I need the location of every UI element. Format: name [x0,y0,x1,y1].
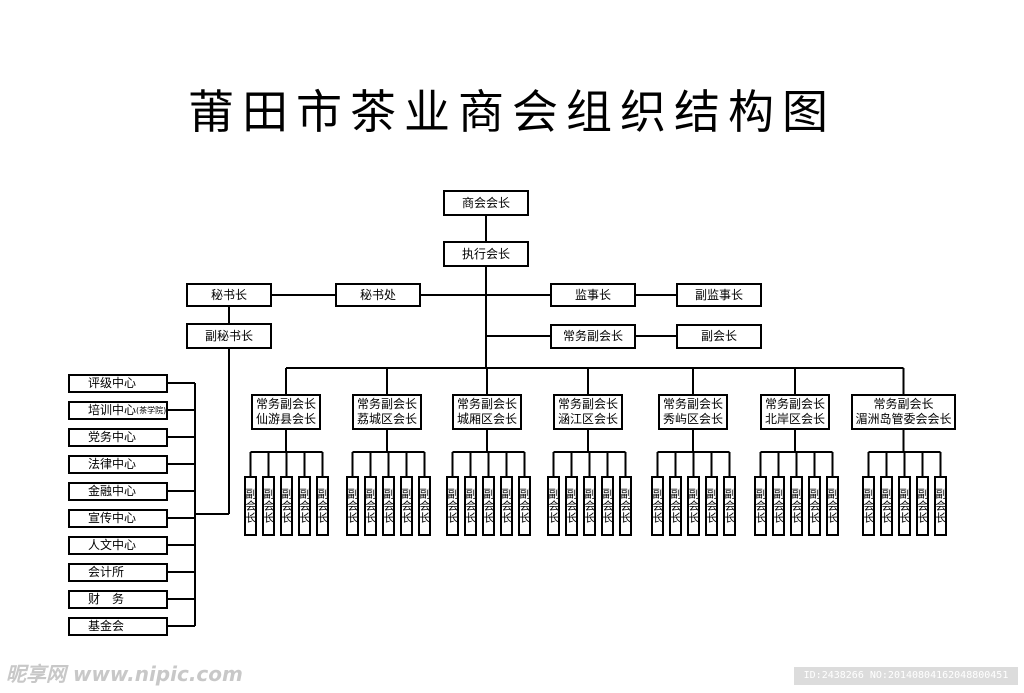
sub-vice-president-box: 副会长 [826,476,839,536]
center-box: 财 务 [68,590,168,609]
center-label: 财 务 [88,592,125,606]
center-label: 评级中心 [88,376,137,390]
center-box: 宣传中心 [68,509,168,528]
district-line2: 秀屿区会长 [662,412,723,426]
district-line2: 城厢区会长 [456,412,517,426]
sub-vice-president-box: 副会长 [808,476,821,536]
center-box: 党务中心 [68,428,168,447]
sub-vice-president-box: 副会长 [346,476,359,536]
district-line2: 涵江区会长 [557,412,618,426]
sub-vice-president-box: 副会长 [898,476,911,536]
sub-vice-president-box: 副会长 [687,476,700,536]
center-box: 人文中心 [68,536,168,555]
district-box: 常务副会长涵江区会长 [553,394,623,430]
district-box: 常务副会长北岸区会长 [760,394,830,430]
sub-vice-president-box: 副会长 [705,476,718,536]
sub-vice-president-box: 副会长 [446,476,459,536]
district-line2: 仙游县会长 [255,412,316,426]
sub-vice-president-box: 副会长 [547,476,560,536]
district-box: 常务副会长城厢区会长 [452,394,522,430]
district-line1: 常务副会长 [255,397,316,411]
sub-vice-president-box: 副会长 [916,476,929,536]
watermark-logo: 昵享网 www.nipic.com [6,662,243,686]
district-line2: 北岸区会长 [764,412,825,426]
sub-vice-president-box: 副会长 [364,476,377,536]
sub-vice-president-box: 副会长 [619,476,632,536]
deputy-secretary-general-box: 副秘书长 [186,323,272,349]
sub-vice-president-box: 副会长 [298,476,311,536]
center-box: 评级中心 [68,374,168,393]
district-line1: 常务副会长 [662,397,723,411]
district-box: 常务副会长荔城区会长 [352,394,422,430]
center-label: 培训中心 [88,403,137,417]
center-label: 金融中心 [88,484,137,498]
sub-vice-president-box: 副会长 [400,476,413,536]
sub-vice-president-box: 副会长 [244,476,257,536]
secretariat-office-box: 秘书处 [335,283,421,307]
sub-vice-president-box: 副会长 [418,476,431,536]
sub-vice-president-box: 副会长 [601,476,614,536]
page-title: 莆田市茶业商会组织结构图 [188,85,836,139]
center-box: 基金会 [68,617,168,636]
sub-vice-president-box: 副会长 [862,476,875,536]
center-label: 法律中心 [88,457,137,471]
sub-vice-president-box: 副会长 [565,476,578,536]
center-label: 会计所 [88,565,125,579]
district-line1: 常务副会长 [873,397,934,411]
sub-vice-president-box: 副会长 [382,476,395,536]
sub-vice-president-box: 副会长 [723,476,736,536]
district-line1: 常务副会长 [557,397,618,411]
deputy-supervisor-box: 副监事长 [676,283,762,307]
sub-vice-president-box: 副会长 [880,476,893,536]
district-line1: 常务副会长 [764,397,825,411]
district-box: 常务副会长仙游县会长 [251,394,321,430]
center-label: 基金会 [88,619,125,633]
sub-vice-president-box: 副会长 [651,476,664,536]
center-box: 培训中心(茶学院) [68,401,168,420]
sub-vice-president-box: 副会长 [934,476,947,536]
sub-vice-president-box: 副会长 [583,476,596,536]
sub-vice-president-box: 副会长 [262,476,275,536]
sub-vice-president-box: 副会长 [669,476,682,536]
sub-vice-president-box: 副会长 [518,476,531,536]
supervisor-box: 监事长 [550,283,636,307]
president-box: 商会会长 [443,190,529,216]
center-box: 法律中心 [68,455,168,474]
center-label: 人文中心 [88,538,137,552]
district-line2: 荔城区会长 [356,412,417,426]
sub-vice-president-box: 副会长 [482,476,495,536]
district-line2: 湄洲岛管委会会长 [855,412,952,426]
center-label: 党务中心 [88,430,137,444]
vice-president-box: 副会长 [676,324,762,349]
sub-vice-president-box: 副会长 [754,476,767,536]
district-line1: 常务副会长 [456,397,517,411]
center-label: 宣传中心 [88,511,137,525]
district-line1: 常务副会长 [356,397,417,411]
executive-president-box: 执行会长 [443,241,529,267]
watermark-id: ID:2438266 NO:20140804162048800451 [794,667,1018,685]
sub-vice-president-box: 副会长 [500,476,513,536]
sub-vice-president-box: 副会长 [772,476,785,536]
sub-vice-president-box: 副会长 [316,476,329,536]
district-box: 常务副会长湄洲岛管委会会长 [851,394,956,430]
secretary-general-box: 秘书长 [186,283,272,307]
center-box: 会计所 [68,563,168,582]
district-box: 常务副会长秀屿区会长 [658,394,728,430]
sub-vice-president-box: 副会长 [790,476,803,536]
sub-vice-president-box: 副会长 [464,476,477,536]
center-box: 金融中心 [68,482,168,501]
standing-vice-president-box: 常务副会长 [550,324,636,349]
center-note: (茶学院) [136,406,167,415]
sub-vice-president-box: 副会长 [280,476,293,536]
